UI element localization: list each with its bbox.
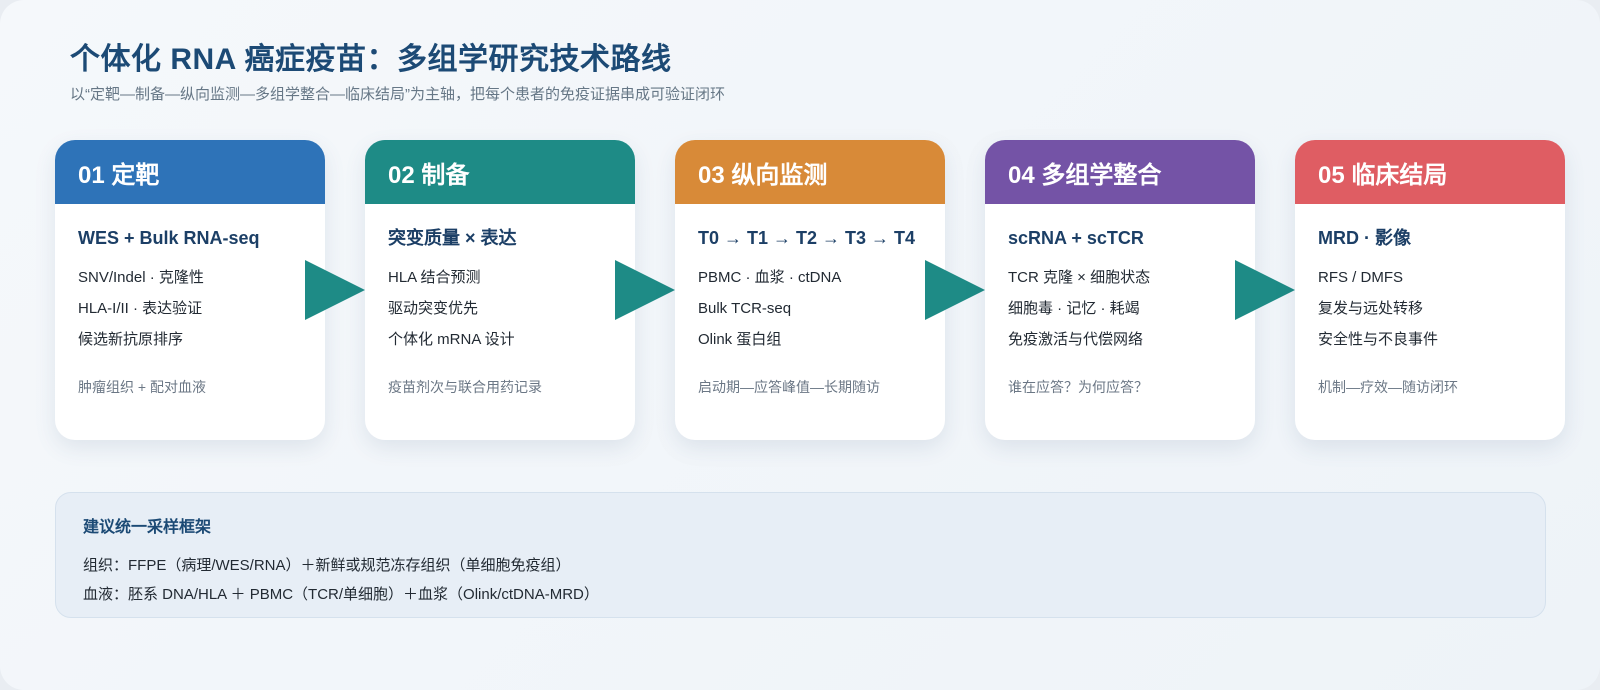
step-body: 突变质量 × 表达 HLA 结合预测 驱动突变优先 个体化 mRNA 设计 疫苗…: [365, 204, 635, 397]
step-note: 启动期—应答峰值—长期随访: [698, 379, 880, 395]
panel-line-tissue: 组织：FFPE（病理/WES/RNA）＋新鲜或规范冻存组织（单细胞免疫组）: [83, 557, 571, 574]
step-item: 细胞毒 · 记忆 · 耗竭: [1008, 300, 1140, 317]
step-card-multiomics-integration: 04 多组学整合 scRNA + scTCR TCR 克隆 × 细胞状态 细胞毒…: [985, 140, 1255, 440]
panel-line-blood: 血液：胚系 DNA/HLA ＋ PBMC（TCR/单细胞）＋血浆（Olink/c…: [83, 586, 599, 603]
page-title: 个体化 RNA 癌症疫苗：多组学研究技术路线: [70, 43, 672, 76]
step-header: 03 纵向监测: [675, 140, 945, 204]
step-card-clinical-outcome: 05 临床结局 MRD · 影像 RFS / DMFS 复发与远处转移 安全性与…: [1295, 140, 1565, 440]
step-item-list: PBMC · 血浆 · ctDNA Bulk TCR-seq Olink 蛋白组: [698, 262, 922, 355]
step-note: 机制—疗效—随访闭环: [1318, 379, 1458, 395]
step-item-list: TCR 克隆 × 细胞状态 细胞毒 · 记忆 · 耗竭 免疫激活与代偿网络: [1008, 262, 1232, 355]
step-note: 疫苗剂次与联合用药记录: [388, 379, 542, 395]
step-title: WES + Bulk RNA-seq: [78, 228, 260, 248]
step-item: Bulk TCR-seq: [698, 300, 792, 317]
step-item-list: RFS / DMFS 复发与远处转移 安全性与不良事件: [1318, 262, 1542, 355]
sampling-framework-panel: 建议统一采样框架 组织：FFPE（病理/WES/RNA）＋新鲜或规范冻存组织（单…: [55, 492, 1546, 618]
step-title: scRNA + scTCR: [1008, 228, 1144, 248]
step-header: 02 制备: [365, 140, 635, 204]
step-header: 05 临床结局: [1295, 140, 1565, 204]
step-title: MRD · 影像: [1318, 228, 1411, 248]
step-item-list: SNV/Indel · 克隆性 HLA-I/II · 表达验证 候选新抗原排序: [78, 262, 302, 355]
step-item: TCR 克隆 × 细胞状态: [1008, 269, 1151, 286]
step-item: 候选新抗原排序: [78, 331, 184, 348]
step-item: 驱动突变优先: [388, 300, 479, 317]
step-item: Olink 蛋白组: [698, 331, 782, 348]
step-note: 谁在应答？为何应答？: [1008, 379, 1148, 395]
step-title: T0 → T1 → T2 → T3 → T4: [698, 228, 916, 248]
step-header: 01 定靶: [55, 140, 325, 204]
step-item: HLA 结合预测: [388, 269, 481, 286]
panel-line-list: 组织：FFPE（病理/WES/RNA）＋新鲜或规范冻存组织（单细胞免疫组） 血液…: [83, 551, 1545, 609]
step-title: 突变质量 × 表达: [388, 228, 517, 248]
page-subtitle: 以“定靶—制备—纵向监测—多组学整合—临床结局”为主轴，把每个患者的免疫证据串成…: [70, 86, 725, 103]
step-body: scRNA + scTCR TCR 克隆 × 细胞状态 细胞毒 · 记忆 · 耗…: [985, 204, 1255, 397]
step-body: MRD · 影像 RFS / DMFS 复发与远处转移 安全性与不良事件 机制—…: [1295, 204, 1565, 397]
step-note: 肿瘤组织 + 配对血液: [78, 379, 206, 395]
step-card-manufacturing: 02 制备 突变质量 × 表达 HLA 结合预测 驱动突变优先 个体化 mRNA…: [365, 140, 635, 440]
step-item: PBMC · 血浆 · ctDNA: [698, 269, 842, 286]
step-item: 个体化 mRNA 设计: [388, 331, 515, 348]
flow-arrow-icon: [305, 260, 365, 320]
step-card-longitudinal-monitoring: 03 纵向监测 T0 → T1 → T2 → T3 → T4 PBMC · 血浆…: [675, 140, 945, 440]
flow-arrow-icon: [925, 260, 985, 320]
panel-title: 建议统一采样框架: [83, 519, 212, 536]
step-item: SNV/Indel · 克隆性: [78, 269, 204, 286]
step-body: WES + Bulk RNA-seq SNV/Indel · 克隆性 HLA-I…: [55, 204, 325, 397]
step-item: RFS / DMFS: [1318, 269, 1403, 286]
step-item: 复发与远处转移: [1318, 300, 1424, 317]
flow-arrow-icon: [1235, 260, 1295, 320]
step-item: 免疫激活与代偿网络: [1008, 331, 1144, 348]
step-header: 04 多组学整合: [985, 140, 1255, 204]
flow-arrow-icon: [615, 260, 675, 320]
step-item: 安全性与不良事件: [1318, 331, 1439, 348]
step-body: T0 → T1 → T2 → T3 → T4 PBMC · 血浆 · ctDNA…: [675, 204, 945, 397]
step-item-list: HLA 结合预测 驱动突变优先 个体化 mRNA 设计: [388, 262, 612, 355]
step-card-targeting: 01 定靶 WES + Bulk RNA-seq SNV/Indel · 克隆性…: [55, 140, 325, 440]
step-item: HLA-I/II · 表达验证: [78, 300, 203, 317]
